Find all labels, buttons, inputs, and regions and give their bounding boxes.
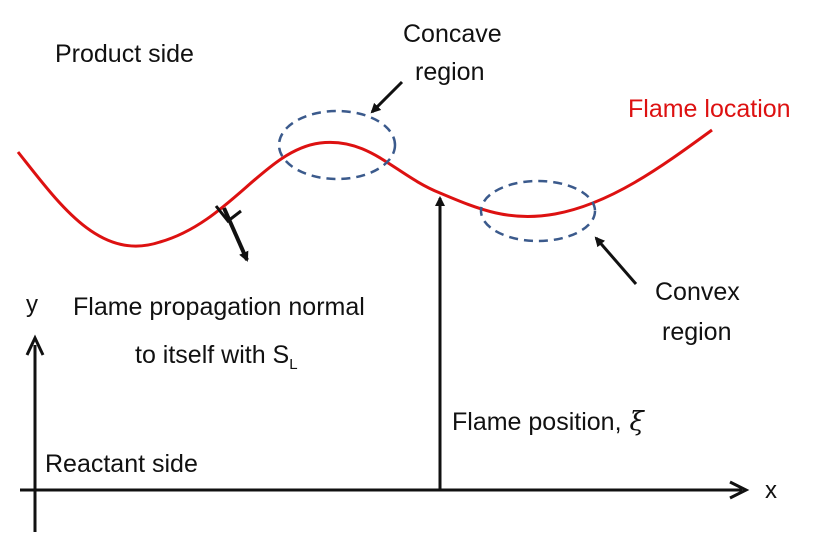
flame-location-label: Flame location xyxy=(628,95,791,123)
convex-pointer-arrow xyxy=(594,236,638,285)
convex-label-line1: Convex xyxy=(655,278,740,306)
propagation-label-text: to itself with S xyxy=(135,341,289,369)
xi-symbol: ξ xyxy=(630,407,646,437)
y-axis-label: y xyxy=(26,291,38,318)
reactant-side-label: Reactant side xyxy=(45,450,198,478)
propagation-label-line2: to itself with SL xyxy=(135,341,298,373)
x-axis-label: x xyxy=(765,477,777,504)
right-angle-marker xyxy=(214,205,242,224)
concave-label-line2: region xyxy=(415,58,485,86)
propagation-subscript: L xyxy=(289,356,297,373)
y-axis-arrowhead xyxy=(25,334,45,356)
convex-region-ellipse xyxy=(479,179,597,243)
product-side-label: Product side xyxy=(55,40,194,68)
flame-position-label: Flame position, ξ xyxy=(452,407,646,437)
x-axis-arrowhead xyxy=(729,480,750,500)
concave-label-line1: Concave xyxy=(403,20,502,48)
propagation-label-line1: Flame propagation normal xyxy=(73,293,365,321)
propagation-normal-arrow xyxy=(222,207,249,262)
concave-region-ellipse xyxy=(277,109,397,181)
flame-position-text: Flame position, xyxy=(452,408,622,436)
convex-label-line2: region xyxy=(662,318,732,346)
flame-front-curve xyxy=(16,128,713,248)
concave-pointer-arrow xyxy=(370,80,404,114)
